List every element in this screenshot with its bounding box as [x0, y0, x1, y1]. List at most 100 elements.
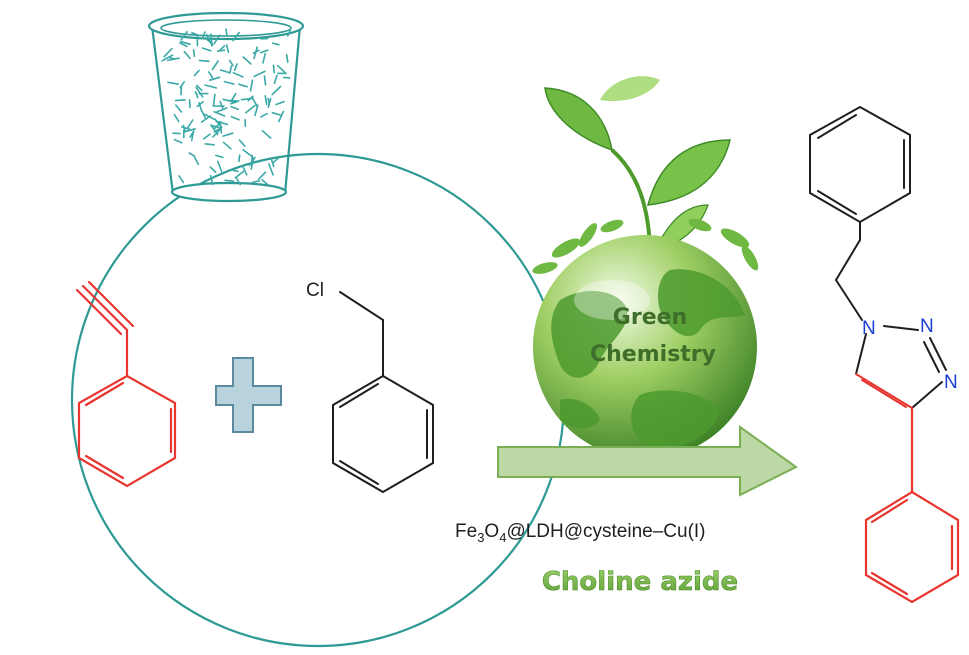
- powder-dash: [238, 139, 246, 147]
- powder-dash: [227, 99, 240, 102]
- powder-dash: [223, 80, 235, 85]
- powder-dash: [208, 71, 214, 79]
- powder-dash: [230, 168, 239, 173]
- powder-dash: [179, 81, 185, 89]
- product-triazole-ring: [855, 325, 947, 409]
- globe-title-line2: Chemistry: [590, 342, 716, 367]
- flask-mouth: [147, 11, 305, 41]
- powder-dash: [209, 166, 217, 174]
- powder-dash: [261, 178, 269, 186]
- powder-dash: [259, 49, 269, 54]
- reagent-label: Choline azide: [542, 567, 738, 597]
- powder-dash: [189, 130, 195, 138]
- powder-dash: [253, 70, 266, 78]
- powder-dash: [211, 124, 220, 129]
- green-chemistry-globe-illustration: Green Chemistry: [532, 76, 759, 459]
- powder-dash: [174, 99, 186, 102]
- benzyl-chloride-structure: [332, 291, 434, 494]
- powder-dash: [192, 49, 196, 58]
- powder-dash: [180, 40, 191, 46]
- powder-dash: [264, 95, 268, 106]
- powder-dash: [209, 174, 214, 186]
- powder-dash: [219, 69, 230, 74]
- powder-dash: [205, 33, 213, 47]
- powder-dash: [186, 119, 194, 130]
- powder-dash: [234, 170, 245, 179]
- powder-dash: [230, 105, 239, 111]
- powder-dash: [181, 126, 191, 130]
- powder-dash: [232, 31, 240, 42]
- powder-dash: [253, 46, 259, 60]
- powder-dash: [204, 84, 218, 89]
- powder-dash: [277, 110, 285, 123]
- powder-dash: [175, 104, 183, 113]
- triazole-n2-label: N: [920, 316, 934, 337]
- powder-dash: [213, 34, 221, 45]
- powder-dash: [212, 93, 216, 107]
- powder-dash: [267, 97, 271, 106]
- powder-dash: [263, 75, 267, 86]
- powder-dash: [215, 120, 229, 126]
- catalyst-label: Fe3O4@LDH@cysteine–Cu(I): [455, 521, 706, 545]
- powder-dashes: [161, 28, 292, 186]
- powder-dash: [195, 86, 204, 98]
- powder-dash: [173, 113, 180, 123]
- powder-dash: [285, 53, 289, 63]
- product-phenyl-group: [864, 406, 960, 604]
- powder-dash: [272, 64, 276, 74]
- powder-dash: [161, 54, 174, 62]
- powder-dash: [167, 81, 180, 85]
- powder-dash: [272, 157, 280, 164]
- powder-dash: [232, 72, 244, 78]
- powder-dash: [247, 95, 254, 102]
- powder-dash: [201, 111, 207, 120]
- powder-dash: [238, 83, 248, 88]
- powder-dash: [194, 91, 199, 99]
- powder-dash: [185, 128, 196, 133]
- powder-dash: [230, 92, 237, 102]
- powder-dash: [275, 100, 285, 106]
- powder-dash: [257, 171, 267, 180]
- powder-dash: [201, 31, 206, 39]
- foliage-icon: [532, 218, 759, 274]
- powder-dash: [268, 163, 274, 176]
- powder-dash: [286, 28, 292, 37]
- powder-dash: [202, 133, 211, 140]
- powder-dash: [173, 138, 183, 144]
- powder-dash: [178, 175, 185, 184]
- powder-dash: [242, 56, 252, 65]
- powder-dash: [198, 59, 210, 63]
- powder-dash: [193, 156, 200, 166]
- powder-dash: [260, 112, 268, 118]
- powder-dash: [210, 124, 219, 136]
- powder-dash: [271, 85, 282, 96]
- powder-dash: [230, 115, 240, 121]
- continents-icon: [551, 269, 745, 449]
- powder-dash: [225, 28, 228, 36]
- powder-dash: [254, 104, 259, 117]
- powder-dash: [180, 30, 188, 41]
- powder-dash: [262, 52, 267, 64]
- powder-dash: [219, 121, 223, 134]
- powder-dash: [216, 107, 228, 113]
- powder-dash: [225, 44, 230, 54]
- powder-dash: [230, 100, 238, 105]
- flask-bulb: [70, 152, 566, 648]
- powder-dash: [261, 129, 272, 139]
- powder-dash: [249, 79, 254, 92]
- flask-neck-base: [170, 181, 288, 203]
- powder-dash: [191, 31, 200, 37]
- powder-dash: [196, 84, 203, 92]
- powder-dash: [219, 44, 226, 52]
- powder-dash: [216, 49, 226, 53]
- powder-dash: [183, 50, 191, 60]
- powder-dash: [228, 59, 234, 67]
- triazole-n1-label: N: [862, 318, 876, 339]
- powder-dash: [213, 127, 221, 133]
- powder-dash: [193, 69, 200, 77]
- round-bottom-flask: [70, 11, 566, 648]
- globe-title-line1: Green: [613, 305, 687, 330]
- powder-dash: [215, 154, 224, 159]
- powder-dash: [229, 65, 233, 74]
- powder-dash: [273, 74, 278, 85]
